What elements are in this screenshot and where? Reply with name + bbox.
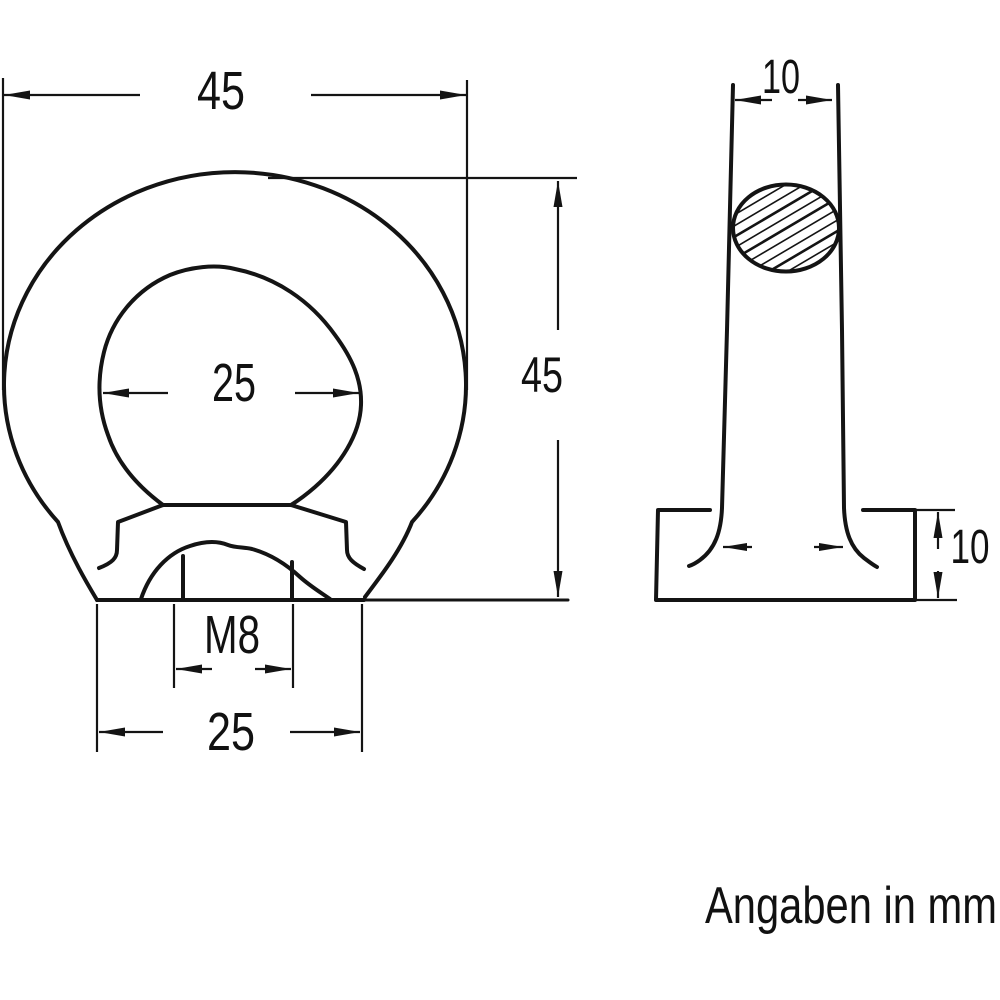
dim-arrow-left [99, 727, 125, 737]
dim-base-width-label: 25 [207, 702, 255, 762]
dim-base-height: 10 [915, 508, 990, 602]
dim-arrow-up [933, 512, 943, 538]
stem-root-arrow-left [723, 543, 747, 551]
dim-eye-diameter: 25 [103, 353, 359, 413]
front-collar-right-profile [289, 503, 366, 571]
stem-root-arrow-right [819, 543, 843, 551]
dim-arrow-right [265, 664, 291, 674]
dim-arrow-right [333, 388, 359, 398]
dim-arrow-right [334, 727, 360, 737]
dim-arrow-left [4, 90, 30, 100]
dim-arrow-down [553, 571, 563, 597]
units-note: Angaben in mm [705, 877, 997, 935]
dim-arrow-up [553, 181, 563, 207]
front-thread-dome [139, 540, 332, 601]
side-view [654, 83, 917, 602]
dim-thread-label: M8 [204, 605, 260, 665]
dim-arrow-down [933, 572, 943, 598]
dim-front-height: 45 [268, 176, 577, 597]
dim-arrow-left [103, 388, 129, 398]
side-stem-left [687, 83, 735, 568]
dim-front-width: 45 [1, 61, 469, 390]
front-outer-contour [2, 170, 468, 602]
side-ring-cross-section [731, 182, 841, 274]
front-collar-left-profile [97, 503, 165, 570]
dim-arrow-left [176, 664, 202, 674]
dim-base-width: 25 [95, 604, 364, 762]
dim-ring-section-width: 10 [735, 51, 832, 105]
front-eye-hole [97, 264, 364, 507]
cross-section-hatching [733, 184, 839, 272]
dim-arrow-right [806, 95, 832, 105]
dim-arrow-left [735, 95, 761, 105]
dim-front-height-label: 45 [521, 347, 563, 403]
dim-eye-diameter-label: 25 [212, 353, 256, 413]
dim-arrow-right [440, 90, 466, 100]
dim-front-width-label: 45 [197, 61, 245, 121]
dim-ring-section-width-label: 10 [762, 51, 800, 104]
dim-base-height-label: 10 [951, 521, 990, 574]
side-base-outline [654, 508, 917, 602]
front-view [2, 170, 570, 602]
dim-thread: M8 [172, 604, 295, 688]
side-stem-right [836, 83, 879, 569]
